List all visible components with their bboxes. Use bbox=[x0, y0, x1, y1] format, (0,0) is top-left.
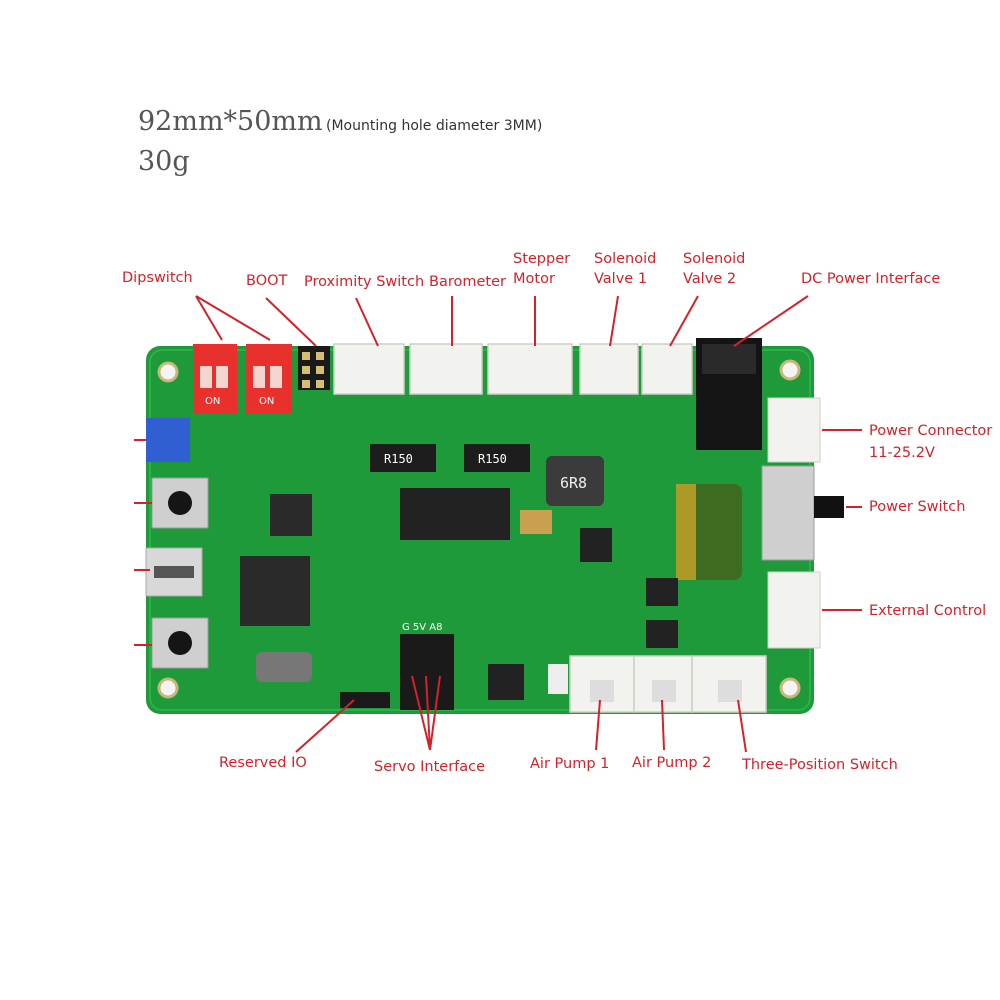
top-connectors bbox=[333, 343, 693, 395]
inductor bbox=[546, 456, 604, 506]
mounting-holes bbox=[157, 359, 801, 699]
label-boot: BOOT bbox=[246, 273, 288, 289]
dipswitch-2: ON bbox=[246, 344, 292, 414]
label-stepper-line2: Motor bbox=[513, 271, 555, 287]
label-solenoid2-line1: Solenoid bbox=[683, 251, 746, 267]
reserved-io-header bbox=[340, 692, 390, 708]
label-power-switch: Power Switch bbox=[869, 499, 966, 515]
proximity-switch-connector bbox=[333, 343, 405, 395]
label-dipswitch: Dipswitch bbox=[122, 270, 193, 286]
label-power-voltage: 11-25.2V bbox=[869, 445, 935, 461]
label-solenoid2-line2: Valve 2 bbox=[683, 271, 737, 287]
board-dimensions: 92mm*50mm bbox=[138, 106, 323, 137]
servo-pins-text: G 5V A8 bbox=[402, 622, 443, 633]
label-stepper-line1: Stepper bbox=[513, 251, 571, 267]
label-air-pump-1: Air Pump 1 bbox=[530, 756, 610, 772]
power-connector bbox=[767, 397, 821, 463]
label-external-control: External Control bbox=[869, 603, 987, 619]
potentiometer bbox=[146, 418, 190, 462]
label-proximity-switch: Proximity Switch bbox=[304, 274, 425, 290]
tactile-button-2 bbox=[151, 617, 209, 669]
small-chip bbox=[270, 494, 312, 536]
power-switch-body bbox=[761, 465, 815, 561]
label-servo-interface: Servo Interface bbox=[374, 759, 486, 775]
boot-header bbox=[298, 346, 330, 390]
label-power-connector: Power Connector bbox=[869, 423, 993, 439]
dip-on-text: ON bbox=[259, 396, 274, 407]
label-air-pump-2: Air Pump 2 bbox=[632, 755, 712, 771]
board-weight: 30g bbox=[138, 146, 190, 177]
label-dc-power: DC Power Interface bbox=[801, 271, 941, 287]
external-control-connector bbox=[767, 571, 821, 649]
label-three-position-switch: Three-Position Switch bbox=[742, 757, 898, 773]
label-barometer: Barometer bbox=[429, 274, 506, 290]
resistor-r150-2 bbox=[464, 444, 530, 472]
inductor-text: 6R8 bbox=[560, 474, 587, 492]
crystal bbox=[256, 652, 312, 682]
mounting-hole-note: (Mounting hole diameter 3MM) bbox=[326, 118, 543, 134]
mcu-chip bbox=[240, 556, 310, 626]
barometer-connector bbox=[409, 343, 483, 395]
r150-text: R150 bbox=[384, 452, 413, 466]
dipswitch-1: ON bbox=[193, 344, 237, 414]
r150-text: R150 bbox=[478, 452, 507, 466]
solenoid-valve-2-connector bbox=[641, 343, 693, 395]
driver-chip bbox=[400, 488, 510, 540]
leader-lines bbox=[134, 295, 862, 753]
dip-on-text: ON bbox=[205, 396, 220, 407]
resistor-r150-1 bbox=[370, 444, 436, 472]
label-solenoid1-line2: Valve 1 bbox=[594, 271, 648, 287]
label-solenoid1-line1: Solenoid bbox=[594, 251, 657, 267]
solenoid-valve-1-connector bbox=[579, 343, 639, 395]
stepper-motor-connector bbox=[487, 343, 573, 395]
label-reserved-io: Reserved IO bbox=[219, 755, 307, 771]
